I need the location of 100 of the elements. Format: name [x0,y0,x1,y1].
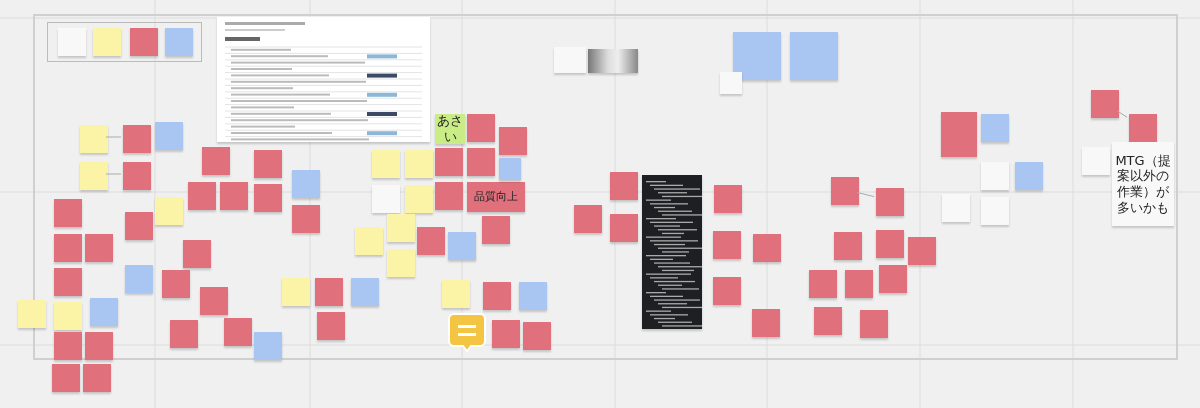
sticky-note [876,230,904,258]
sticky-note [753,234,781,262]
sticky-note [54,302,82,330]
sticky-note [52,364,80,392]
sticky-note [183,240,211,268]
sticky-note [387,214,415,242]
sticky-note [18,300,46,328]
sticky-note [713,277,741,305]
sticky-note [860,310,888,338]
sticky-note [845,270,873,298]
sticky-note [1091,90,1119,118]
sticky-note [254,184,282,212]
sticky-note [123,125,151,153]
connector-line [1116,110,1128,118]
note-text: あさい [436,112,464,146]
sticky-note [482,216,510,244]
note-text: 品質向上 [473,189,519,206]
sticky-note [254,150,282,178]
sticky-note [170,320,198,348]
sticky-note [125,265,153,293]
sticky-note [610,172,638,200]
sticky-note [523,322,551,350]
sticky-note [554,47,586,73]
photo-picture [588,49,638,73]
sticky-note [519,282,547,310]
sticky-note [1129,114,1157,142]
sticky-note [85,234,113,262]
sticky-note [162,270,190,298]
sticky-note [981,114,1009,142]
sticky-note [467,114,495,142]
sticky-note [355,227,383,255]
sticky-note [202,147,230,175]
connector-line [856,191,875,198]
sticky-note [387,249,415,277]
sticky-note [1082,147,1110,175]
sticky-note [814,307,842,335]
sticky-note [879,265,907,293]
sticky-note [200,287,228,315]
sticky-note [155,122,183,150]
sticky-note [467,182,525,212]
sticky-note [292,170,320,198]
sticky-note [834,232,862,260]
sticky-note [224,318,252,346]
sticky-note [831,177,859,205]
sticky-note [317,312,345,340]
sticky-note [752,309,780,337]
frame [47,22,202,62]
sticky-note [713,231,741,259]
frame [33,14,1178,360]
sticky-note [499,127,527,155]
sticky-note [981,197,1009,225]
connector-line [105,136,122,138]
sticky-note [54,199,82,227]
sticky-note [467,148,495,176]
sticky-note [123,162,151,190]
sticky-note [435,182,463,210]
sticky-note [282,278,310,306]
sticky-note [442,280,470,308]
sticky-note [188,182,216,210]
sticky-note [54,332,82,360]
sticky-note [372,150,400,178]
sticky-note [58,28,86,56]
code-panel-picture [642,175,702,329]
sticky-note [499,158,521,180]
sticky-note [315,278,343,306]
sticky-note [417,227,445,255]
sticky-note [941,112,977,157]
sticky-note [292,205,320,233]
sticky-note [435,148,463,176]
sticky-note [90,298,118,326]
sticky-note [876,188,904,216]
sticky-note [83,364,111,392]
sticky-note [372,185,400,213]
sticky-note [448,232,476,260]
sticky-note [351,278,379,306]
sticky-note [155,197,183,225]
sticky-note [483,282,511,310]
sticky-note [130,28,158,56]
note-text: MTG（提案以外の作業）が多いかも [1114,151,1172,217]
connector-line [105,173,122,175]
sticky-note [942,194,970,222]
sticky-note [220,182,248,210]
sticky-note [165,28,193,56]
screenshot-picture [217,17,430,142]
sticky-note [790,32,838,80]
sticky-note [714,185,742,213]
sticky-note [1112,142,1174,226]
sticky-note [54,234,82,262]
sticky-note [80,162,108,190]
sticky-note [720,72,742,94]
sticky-note [254,332,282,360]
sticky-note [85,332,113,360]
sticky-note [981,162,1009,190]
sticky-note [405,150,433,178]
sticky-note [809,270,837,298]
sticky-note [908,237,936,265]
sticky-note [610,214,638,242]
sticky-note [1015,162,1043,190]
sticky-note [80,125,108,153]
sticky-note [54,268,82,296]
